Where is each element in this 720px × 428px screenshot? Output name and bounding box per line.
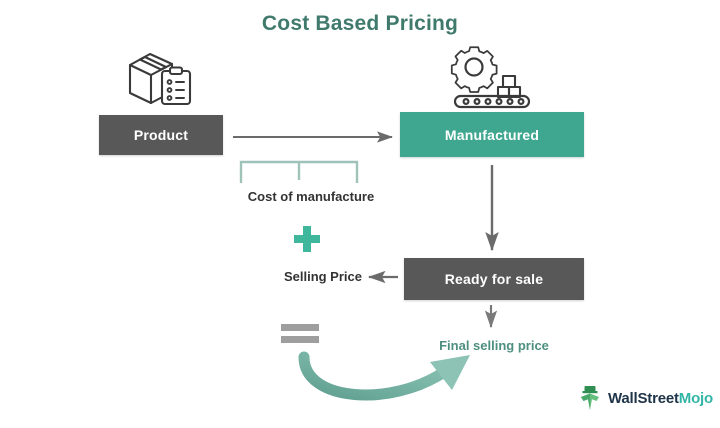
node-manufactured[interactable]: Manufactured [400, 112, 584, 157]
label-final-selling-price: Final selling price [439, 338, 549, 353]
logo-text-primary: WallStreet [608, 389, 679, 407]
wallstreetmojo-mark-icon [581, 386, 599, 410]
node-ready-for-sale-label: Ready for sale [444, 271, 544, 287]
node-product[interactable]: Product [99, 115, 223, 155]
node-ready-for-sale[interactable]: Ready for sale [404, 258, 584, 300]
equals-icon [281, 322, 319, 351]
page-title: Cost Based Pricing [261, 12, 459, 35]
node-manufactured-label: Manufactured [444, 126, 540, 143]
curved-arrow-icon [298, 351, 470, 401]
logo-text: WallStreetMojo [608, 390, 713, 407]
package-clipboard-icon [124, 47, 198, 114]
label-selling-price: Selling Price [283, 269, 362, 284]
plus-icon [292, 224, 322, 259]
logo-text-accent: Mojo [678, 389, 713, 407]
label-cost-of-manufacture: Cost of manufacture [247, 189, 375, 204]
gear-conveyor-icon [448, 46, 536, 115]
node-product-label: Product [133, 127, 189, 143]
wallstreetmojo-logo[interactable]: WallStreetMojo [578, 384, 713, 412]
brace-bracket-icon [239, 160, 359, 183]
